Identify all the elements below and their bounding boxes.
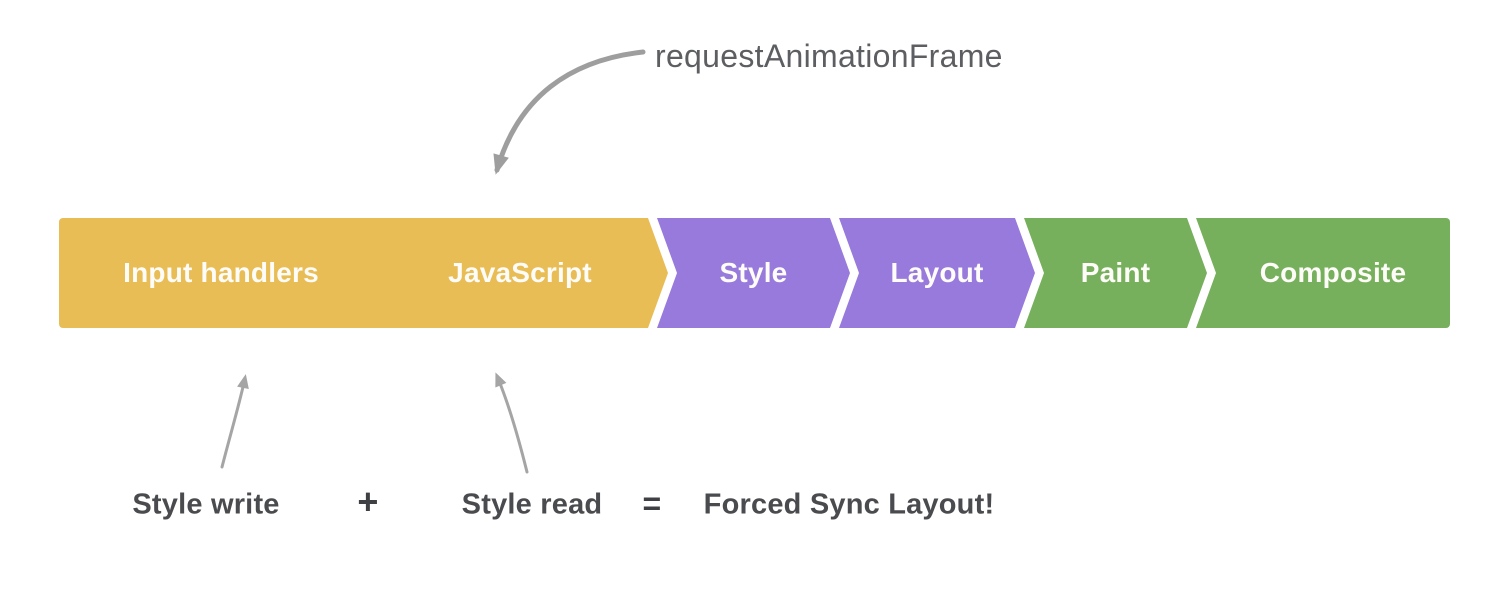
segment-label: Input handlers — [123, 257, 319, 288]
pipeline-segment-javascript: JavaScript — [372, 218, 668, 328]
raf-label: requestAnimationFrame — [655, 38, 1003, 74]
pipeline-segment-paint: Paint — [1024, 218, 1207, 328]
pipeline-segment-layout: Layout — [839, 218, 1035, 328]
pipeline-segment-style: Style — [657, 218, 850, 328]
forced-sync-layout-label: Forced Sync Layout! — [703, 488, 995, 521]
pipeline-segment-composite: Composite — [1196, 218, 1450, 328]
style-read-arrow — [495, 372, 529, 474]
segment-label: Style — [719, 257, 788, 288]
plus-sign: + — [357, 481, 379, 522]
pipeline-bar: Input handlers JavaScript Style Layout P… — [59, 218, 1450, 328]
style-write-label: Style write — [132, 488, 280, 521]
style-read-label: Style read — [461, 488, 603, 521]
style-write-arrow — [220, 374, 249, 469]
pipeline-segment-input-handlers: Input handlers — [59, 218, 403, 328]
segment-label: Paint — [1080, 257, 1151, 288]
segment-label: Composite — [1259, 257, 1407, 288]
raf-arrow — [493, 49, 646, 175]
equals-sign: = — [642, 485, 662, 522]
segment-label: Layout — [890, 257, 984, 288]
segment-label: JavaScript — [448, 257, 592, 288]
